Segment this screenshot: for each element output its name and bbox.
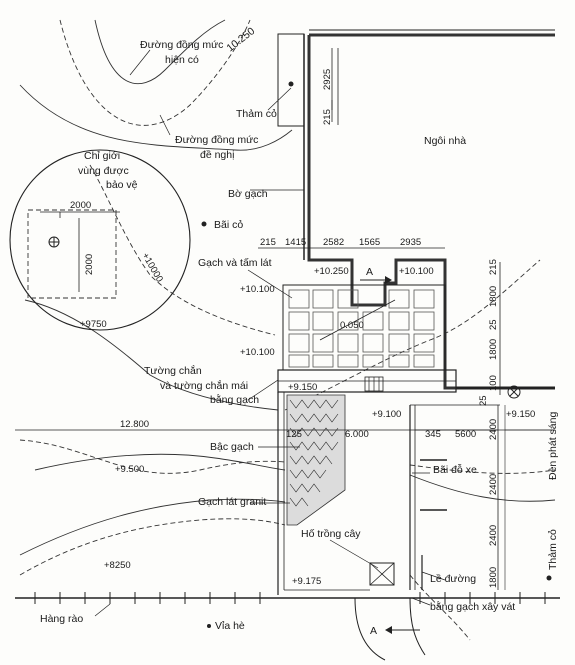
parking-label: Bãi đỗ xe (433, 463, 477, 476)
elev-10100-left: +10.100 (240, 284, 275, 295)
dim-2582: 2582 (323, 237, 344, 248)
dim-2000-vertical: 2000 (84, 254, 95, 275)
tree-pit-label: Hố trồng cây (301, 528, 361, 540)
fence-label: Hàng rào (40, 613, 83, 625)
dim-125: 125 (286, 429, 302, 440)
dim-1800-middle: 1800 (488, 339, 499, 360)
contour-existing-label-2: hiện có (165, 54, 199, 66)
elev-9175: +9.175 (292, 576, 321, 587)
elev-9100: +9.100 (372, 409, 401, 420)
retaining-wall-label-3: bằng gạch (210, 393, 259, 406)
brick-edge-label: Bờ gạch (228, 188, 268, 200)
lamp-label: Đèn phát sáng (547, 412, 559, 480)
contour-proposed-label-2: đề nghị (200, 149, 234, 161)
contour-existing-10250 (94, 19, 226, 85)
contour-9750 (24, 299, 279, 411)
slope-label: 0.050 (340, 320, 364, 331)
section-a-bottom: A (370, 625, 377, 637)
dim-2400-c: 2400 (488, 525, 499, 546)
brick-tile-label: Gạch và tấm lát (198, 257, 272, 269)
dim-2400-b: 2400 (488, 474, 499, 495)
contour-10250-label: 10.250 (224, 25, 257, 54)
section-a-top: A (366, 266, 373, 278)
dim-2925: 2925 (322, 69, 333, 90)
retaining-wall-label-1: Tường chắn (144, 364, 202, 377)
grass-right-label: Thảm cỏ (547, 529, 559, 570)
contour-existing-label-1: Đường đồng mức (140, 39, 223, 51)
contour-diag (284, 259, 541, 411)
retaining-wall-label-2: và tường chắn mái (160, 379, 248, 392)
dim-215-right: 215 (488, 259, 499, 275)
contour-8250-a (19, 518, 286, 576)
lamp-icon (507, 385, 521, 399)
contour-existing-dashed (59, 19, 251, 126)
tree-pit (369, 562, 395, 586)
contour-8250-b (19, 498, 286, 556)
dim-25-lower: 25 (478, 395, 489, 406)
contour-right-side (409, 574, 471, 641)
protected-tree-square (27, 209, 117, 299)
protected-zone-label-3: bảo vệ (106, 179, 138, 191)
dim-215-left: 215 (260, 237, 276, 248)
dim-12800: 12.800 (120, 419, 149, 430)
dim-1415: 1415 (285, 237, 306, 248)
contour-9500b (34, 453, 286, 471)
elev-10100-right: +10.100 (399, 266, 434, 277)
dim-100: 100 (488, 375, 499, 391)
dim-215-top: 215 (322, 109, 333, 125)
house-outline (307, 33, 555, 390)
level-9750: +9750 (80, 319, 107, 330)
grass-top-label: Thảm cỏ (236, 108, 277, 120)
dim-1800-upper: 1800 (488, 286, 499, 307)
lawn-dot-icon (201, 221, 207, 227)
contour-9500 (19, 439, 286, 474)
brick-steps-label: Bậc gạch (210, 441, 254, 453)
level-8250: +8250 (104, 560, 131, 571)
contour-parking-b (409, 474, 556, 502)
protected-zone-label-1: Chỉ giới (84, 150, 120, 162)
dim-1800-bottom: 1800 (488, 567, 499, 588)
elev-9150-right: +9.150 (506, 409, 535, 420)
sidewalk-label: Vỉa hè (215, 620, 245, 632)
fence-posts (34, 592, 546, 604)
dim-2400-a: 2400 (488, 419, 499, 440)
level-10000: +10000 (139, 251, 165, 284)
dim-2000-horizontal: 2000 (70, 200, 91, 211)
dim-1565: 1565 (359, 237, 380, 248)
dim-6000: 6.000 (345, 429, 369, 440)
contour-proposed-label-1: Đường đồng mức (175, 134, 258, 146)
tile-terrace (282, 284, 446, 371)
contour-proposed (19, 84, 293, 151)
dim-5600: 5600 (455, 429, 476, 440)
house-label: Ngôi nhà (424, 135, 466, 147)
dim-2935: 2935 (400, 237, 421, 248)
protected-zone-circle (9, 149, 191, 331)
contour-parking (409, 464, 556, 474)
granite-label: Gạch lát granit (198, 496, 266, 508)
dim-345: 345 (425, 429, 441, 440)
slope-arrow (319, 299, 396, 341)
elev-10100-lower: +10.100 (240, 347, 275, 358)
tile-grid (288, 289, 435, 368)
level-9500: +9.500 (115, 464, 144, 475)
elev-9150: +9.150 (288, 382, 317, 393)
driveway-curve (354, 597, 426, 661)
protected-zone-label-2: vùng được (78, 165, 129, 177)
dim-25-upper: 25 (488, 319, 499, 330)
elev-10250: +10.250 (314, 266, 349, 277)
lawn-label: Bãi cỏ (214, 219, 243, 231)
curb-note-label: bằng gạch xây vát (430, 600, 515, 613)
curb-label: Lề đường (430, 573, 476, 585)
grass-top-area (277, 33, 305, 127)
